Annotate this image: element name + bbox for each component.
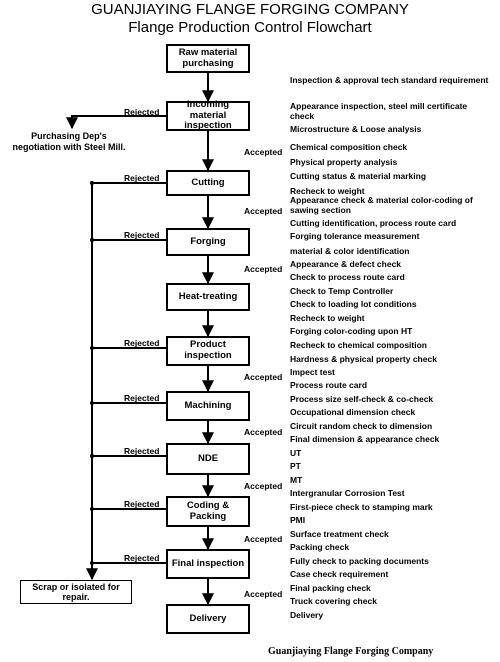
stage-coding-packing: Coding & Packing xyxy=(166,496,250,527)
check-note: Forging color-coding upon HT xyxy=(290,326,413,336)
check-note: Impect test xyxy=(290,367,335,377)
spine-junction xyxy=(90,238,94,242)
stage-machining: Machining xyxy=(166,391,250,421)
accepted-label: Accepted xyxy=(244,147,283,157)
check-note: Appearance check & material color-coding… xyxy=(290,195,473,215)
check-note: Final packing check xyxy=(290,583,371,593)
rejected-label: Rejected xyxy=(124,173,160,183)
stage-delivery: Delivery xyxy=(166,604,250,634)
chart-subtitle: Flange Production Control Flowchart xyxy=(128,19,372,36)
rejected-label: Rejected xyxy=(124,499,160,509)
accepted-label: Accepted xyxy=(244,206,283,216)
stage-heat-treating: Heat-treating xyxy=(166,283,250,311)
check-note: Intergranular Corrosion Test xyxy=(290,488,405,498)
check-note: Check to Temp Controller xyxy=(290,286,394,296)
check-note: Inspection & approval tech standard requ… xyxy=(290,75,489,85)
check-note: Process route card xyxy=(290,380,368,390)
rejected-label: Rejected xyxy=(124,446,160,456)
check-note: Recheck to weight xyxy=(290,313,365,323)
accepted-label: Accepted xyxy=(244,264,283,274)
stage-final-inspection: Final inspection xyxy=(166,549,250,579)
check-note: Cutting identification, process route ca… xyxy=(290,218,457,228)
scrap-box: Scrap or isolated for repair. xyxy=(20,580,132,604)
check-note: PMI xyxy=(290,515,306,525)
check-note: Microstructure & Loose analysis xyxy=(290,124,422,134)
check-note: Case check requirement xyxy=(290,569,389,579)
chart-title: GUANJIAYING FLANGE FORGING COMPANY xyxy=(91,1,409,18)
spine-junction xyxy=(90,181,94,185)
stage-product-inspection: Product inspection xyxy=(166,336,250,366)
accepted-label: Accepted xyxy=(244,481,283,491)
check-note: Occupational dimension check xyxy=(290,407,416,417)
spine-junction xyxy=(90,561,94,565)
stage-cutting: Cutting xyxy=(166,170,250,196)
stage-raw-material-purchasing: Raw material purchasing xyxy=(166,44,250,73)
accepted-label: Accepted xyxy=(244,589,283,599)
accepted-label: Accepted xyxy=(244,427,283,437)
check-note: Delivery xyxy=(290,610,324,620)
accepted-label: Accepted xyxy=(244,372,283,382)
rejected-label: Rejected xyxy=(124,230,160,240)
check-note: Forging tolerance measurement xyxy=(290,231,420,241)
spine-junction xyxy=(90,401,94,405)
rejected-label: Rejected xyxy=(124,553,160,563)
accepted-label: Accepted xyxy=(244,534,283,544)
footer-company: Guanjiaying Flange Forging Company xyxy=(268,646,434,657)
purchasing-negotiation-note: Purchasing Dep's negotiation with Steel … xyxy=(12,131,126,152)
stage-forging: Forging xyxy=(166,228,250,256)
check-note: MT xyxy=(290,475,303,485)
check-note: Hardness & physical property check xyxy=(290,354,437,364)
check-note: Truck covering check xyxy=(290,596,377,606)
check-note: Recheck to weight xyxy=(290,186,365,196)
spine-junction xyxy=(90,346,94,350)
check-note: Appearance & defect check xyxy=(290,259,402,269)
stage-nde: NDE xyxy=(166,443,250,475)
rejected-label: Rejected xyxy=(124,338,160,348)
check-note: Check to loading lot conditions xyxy=(290,299,417,309)
check-note: First-piece check to stamping mark xyxy=(290,502,433,512)
rejected-label: Rejected xyxy=(124,393,160,403)
check-note: Physical property analysis xyxy=(290,157,398,167)
check-note: Cutting status & material marking xyxy=(290,171,427,181)
check-note: Circuit random check to dimension xyxy=(290,421,433,431)
reject-arrow xyxy=(66,115,166,130)
check-note: Fully check to packing documents xyxy=(290,556,429,566)
check-note: Final dimension & appearance check xyxy=(290,434,440,444)
spine-junction xyxy=(90,507,94,511)
check-note: Surface treatment check xyxy=(290,529,389,539)
stage-incoming-inspection: Incoming material inspection xyxy=(166,99,250,131)
check-note: material & color identification xyxy=(290,246,410,256)
check-note: Appearance inspection, steel mill certif… xyxy=(290,101,468,122)
check-note: Packing check xyxy=(290,542,350,552)
spine-junction xyxy=(90,454,94,458)
check-note: Recheck to chemical composition xyxy=(290,340,427,350)
check-note: UT xyxy=(290,448,302,458)
check-note: Process size self-check & co-check xyxy=(290,394,434,404)
check-note: Check to process route card xyxy=(290,272,405,282)
check-note: Chemical composition check xyxy=(290,142,408,152)
check-note: PT xyxy=(290,461,301,471)
rejected-label: Rejected xyxy=(124,107,160,117)
